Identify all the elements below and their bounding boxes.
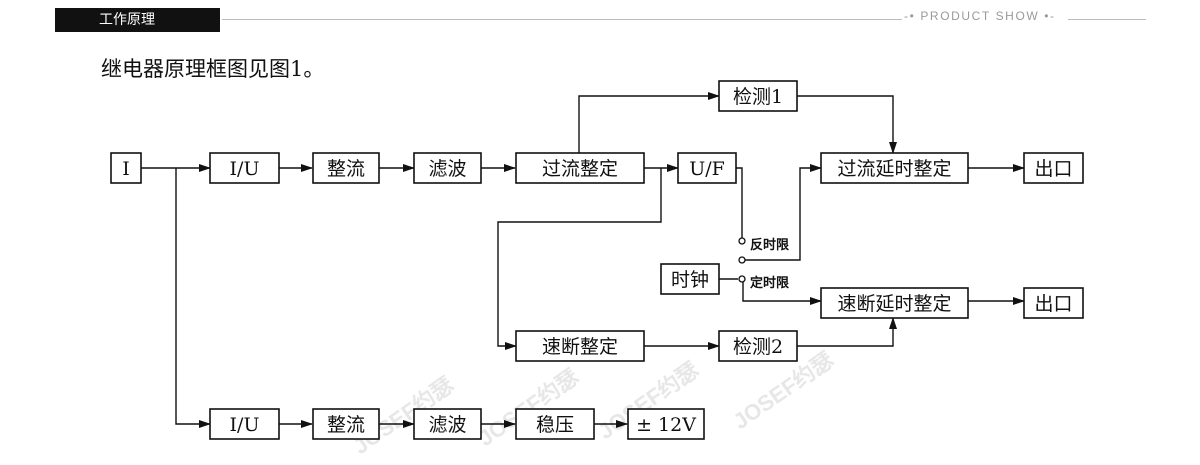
- diagram-caption: 继电器原理框图见图1。: [101, 57, 325, 81]
- svg-text:U/F: U/F: [689, 158, 725, 180]
- contact-point: [738, 256, 746, 264]
- svg-text:时钟: 时钟: [671, 269, 709, 291]
- rectify-box: 整流: [312, 152, 380, 184]
- inverse-time-label: 反时限: [750, 237, 790, 253]
- svg-text:I/U: I/U: [230, 414, 260, 436]
- section-tab: 工作原理: [55, 8, 220, 32]
- contact-point: [738, 275, 746, 283]
- svg-text:出口: 出口: [1034, 293, 1072, 315]
- svg-text:速断延时整定: 速断延时整定: [837, 293, 951, 315]
- watermarks: JOSEF约瑟 JOSEF约瑟 JOSEF约瑟 JOSEF约瑟: [349, 347, 838, 459]
- overcurrent-delay-setting-box: 过流延时整定: [820, 152, 969, 184]
- instant-delay-setting-box: 速断延时整定: [820, 287, 969, 319]
- output2-box: 出口: [1023, 287, 1084, 319]
- rectify-box-2: 整流: [312, 408, 380, 440]
- svg-text:过流整定: 过流整定: [542, 158, 618, 180]
- svg-text:速断整定: 速断整定: [542, 336, 618, 358]
- detect1-box: 检测1: [718, 80, 798, 112]
- overcurrent-setting-box: 过流整定: [515, 152, 645, 184]
- header-divider: [222, 19, 902, 20]
- svg-text:检测2: 检测2: [733, 336, 783, 358]
- product-show-label: -• PRODUCT SHOW •-: [904, 9, 1056, 23]
- voltage-box: ± 12V: [627, 408, 705, 440]
- header-divider-right: [1068, 19, 1146, 20]
- input-box: I: [110, 152, 142, 184]
- svg-text:出口: 出口: [1034, 158, 1072, 180]
- svg-text:稳压: 稳压: [536, 414, 574, 436]
- instant-setting-box: 速断整定: [515, 330, 645, 362]
- connections: [141, 92, 1025, 428]
- clock-box: 时钟: [660, 263, 720, 295]
- svg-text:过流延时整定: 过流延时整定: [837, 158, 951, 180]
- svg-text:I/U: I/U: [230, 158, 260, 180]
- output1-box: 出口: [1023, 152, 1084, 184]
- svg-text:I: I: [122, 158, 130, 180]
- svg-text:整流: 整流: [327, 158, 365, 180]
- svg-text:滤波: 滤波: [428, 414, 466, 436]
- svg-text:± 12V: ± 12V: [636, 414, 696, 436]
- definite-time-label: 定时限: [749, 275, 790, 291]
- filter-box-2: 滤波: [413, 408, 482, 440]
- iu-box-2: I/U: [209, 408, 280, 440]
- svg-text:滤波: 滤波: [428, 158, 466, 180]
- contact-point: [738, 237, 746, 245]
- detect2-box: 检测2: [718, 330, 798, 362]
- svg-text:检测1: 检测1: [733, 86, 783, 108]
- svg-text:整流: 整流: [327, 414, 365, 436]
- uf-box: U/F: [677, 152, 737, 184]
- iu-box: I/U: [209, 152, 280, 184]
- filter-box: 滤波: [413, 152, 482, 184]
- regulator-box: 稳压: [515, 408, 595, 440]
